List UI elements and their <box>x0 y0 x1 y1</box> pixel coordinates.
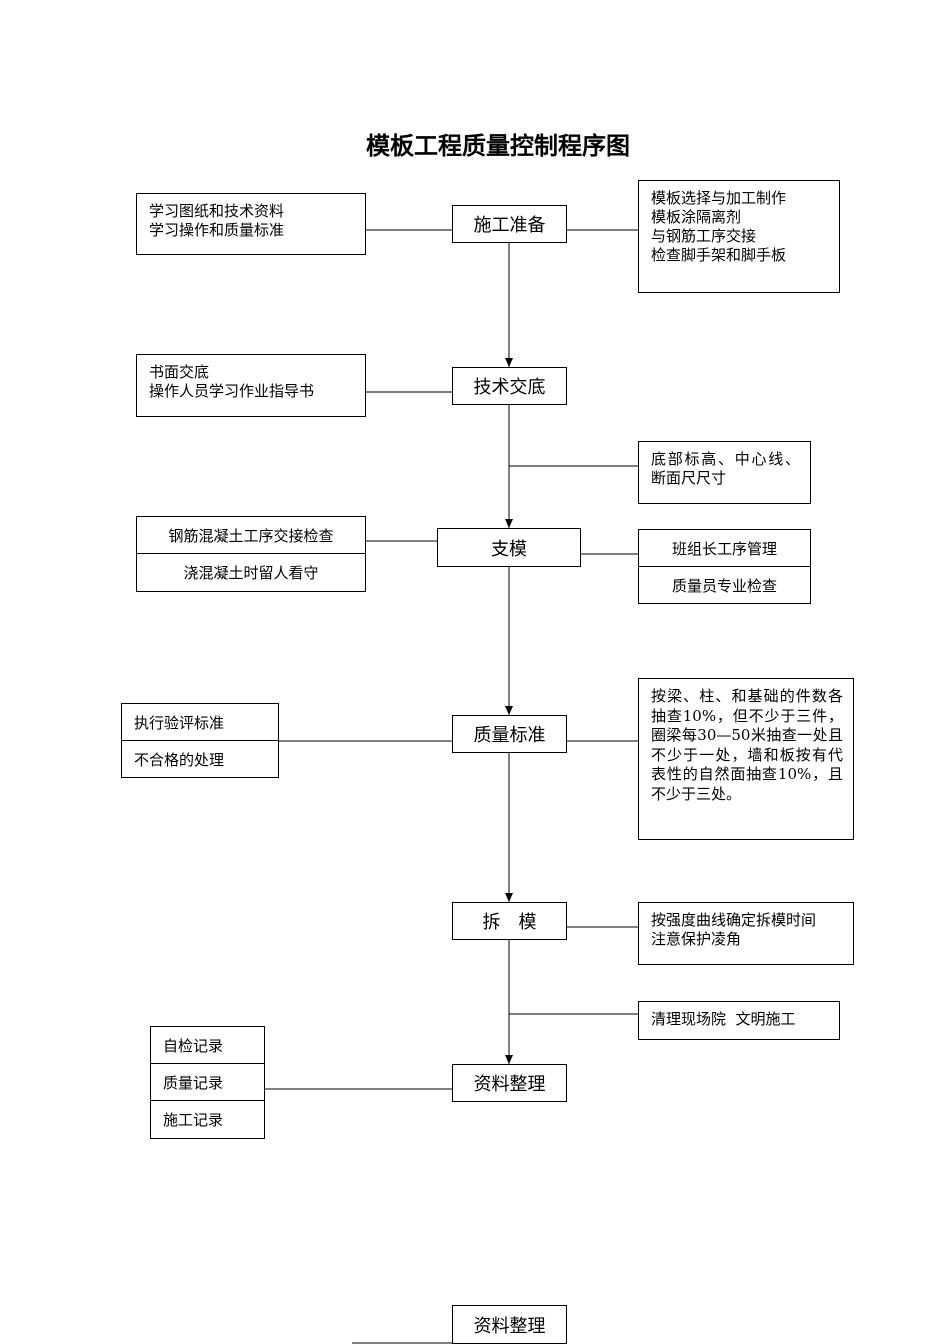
step-tech-label: 技术交底 <box>473 377 546 398</box>
note-prep-right: 模板选择与加工制作 模板涂隔离剂 与钢筋工序交接 检查脚手架和脚手板 <box>638 180 840 293</box>
note-strip-right: 按强度曲线确定拆模时间 注意保护凌角 <box>638 902 854 965</box>
note-cell: 质量员专业检查 <box>671 576 777 595</box>
note-cell: 执行验评标准 <box>122 704 278 741</box>
note-cell: 浇混凝土时留人看守 <box>183 564 319 582</box>
note-line: 操作人员学习作业指导书 <box>149 382 315 400</box>
step-form-label: 支模 <box>491 538 527 560</box>
note-form-left: 钢筋混凝土工序交接检查 浇混凝土时留人看守 <box>136 516 366 592</box>
note-cell: 钢筋混凝土工序交接检查 <box>137 517 365 554</box>
step-records-label: 资料整理 <box>473 1074 546 1095</box>
note-tech-left: 书面交底 操作人员学习作业指导书 <box>136 354 366 417</box>
note-prep-left: 学习图纸和技术资料 学习操作和质量标准 <box>136 193 366 255</box>
note-tech-right: 底部标高、中心线、断面尺尺寸 <box>638 441 811 504</box>
step-prep-label: 施工准备 <box>473 215 546 236</box>
note-line: 检查脚手架和脚手板 <box>651 246 787 264</box>
step-form: 支模 <box>437 528 581 567</box>
note-line: 学习操作和质量标准 <box>149 221 285 239</box>
note-cell: 自检记录 <box>151 1027 264 1064</box>
step-strip: 拆 模 <box>452 902 567 940</box>
note-form-right: 班组长工序管理 质量员专业检查 <box>638 529 811 604</box>
step-quality-label: 质量标准 <box>473 725 546 746</box>
note-line: 注意保护凌角 <box>651 930 742 948</box>
step-prep: 施工准备 <box>452 205 567 243</box>
note-cell: 不合格的处理 <box>134 750 225 769</box>
note-line: 书面交底 <box>149 363 210 381</box>
step-tech: 技术交底 <box>452 367 567 405</box>
note-cell: 班组长工序管理 <box>639 530 810 567</box>
note-text: 清理现场院 文明施工 <box>651 1010 796 1028</box>
step-quality: 质量标准 <box>452 715 567 753</box>
note-cell: 施工记录 <box>163 1111 224 1129</box>
note-line: 按强度曲线确定拆模时间 <box>651 911 817 929</box>
note-line: 模板涂隔离剂 <box>651 208 742 226</box>
note-line: 学习图纸和技术资料 <box>149 202 285 220</box>
note-cell: 质量记录 <box>151 1064 264 1101</box>
note-text: 底部标高、中心线、断面尺尺寸 <box>651 450 800 487</box>
step-records-duplicate-label: 资料整理 <box>473 1315 546 1337</box>
step-strip-label: 拆 模 <box>482 912 537 933</box>
step-records: 资料整理 <box>452 1064 567 1102</box>
note-text: 按梁、柱、和基础的件数各抽查10%，但不少于三件，圈梁每30—50米抽查一处且不… <box>651 687 843 803</box>
page-title: 模板工程质量控制程序图 <box>366 132 630 160</box>
note-quality-left: 执行验评标准 不合格的处理 <box>121 703 279 778</box>
note-clean-right: 清理现场院 文明施工 <box>638 1001 840 1040</box>
note-quality-right: 按梁、柱、和基础的件数各抽查10%，但不少于三件，圈梁每30—50米抽查一处且不… <box>638 678 854 840</box>
note-records-left: 自检记录 质量记录 施工记录 <box>150 1026 265 1139</box>
step-records-duplicate: 资料整理 <box>452 1305 567 1344</box>
note-line: 与钢筋工序交接 <box>651 227 757 245</box>
note-line: 模板选择与加工制作 <box>651 189 787 207</box>
